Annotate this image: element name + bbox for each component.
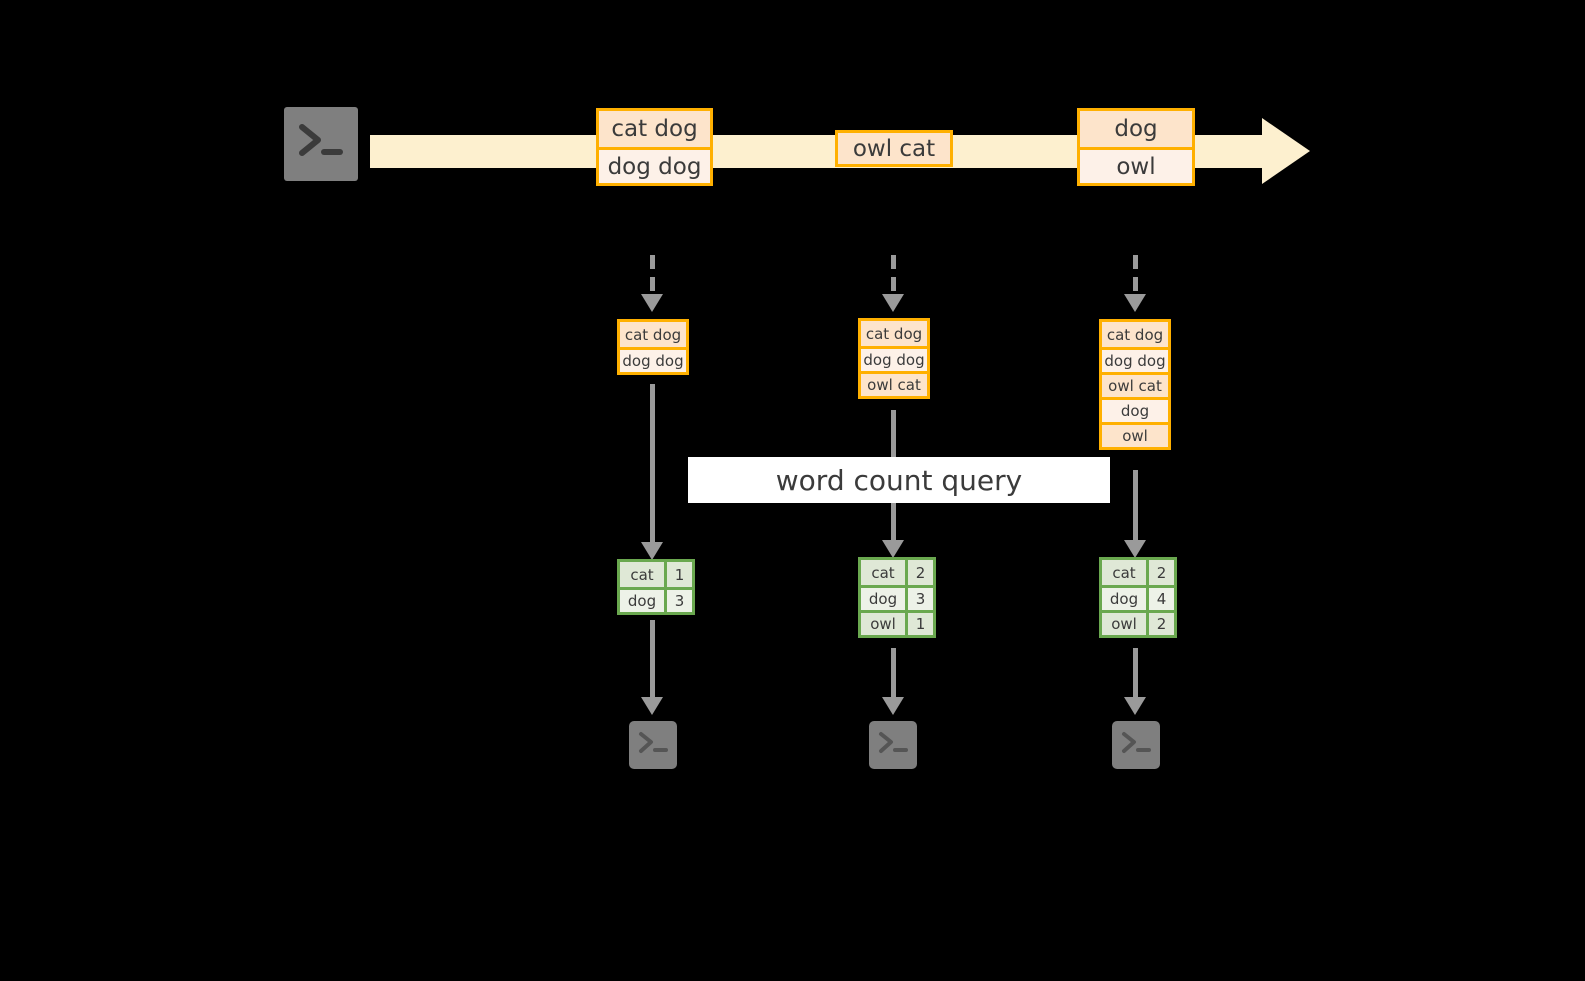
snapshot-1-sink-arrowhead	[641, 697, 663, 715]
source-terminal-icon	[275, 98, 367, 190]
terminal-prompt-glyph	[639, 732, 668, 753]
snapshot-3-query-line	[1133, 470, 1138, 548]
stream-event-line: dog dog	[599, 147, 710, 183]
terminal-prompt-glyph	[299, 124, 343, 156]
result-word: owl	[1102, 613, 1146, 635]
terminal-prompt-glyph	[1122, 732, 1151, 753]
snapshot-1-result-table: cat 1 dog 3	[617, 559, 695, 615]
result-count: 4	[1146, 588, 1174, 610]
input-table-row: owl cat	[861, 371, 927, 396]
terminal-screen	[869, 721, 917, 769]
stream-event-line: dog	[1080, 111, 1192, 147]
result-row: owl 1	[861, 610, 933, 635]
result-word: dog	[861, 588, 905, 610]
result-row: cat 1	[620, 562, 692, 587]
snapshot-3-sink-line	[1133, 648, 1138, 700]
stream-event-line: owl	[1080, 147, 1192, 183]
result-count: 2	[1146, 613, 1174, 635]
result-count: 3	[664, 590, 692, 612]
snapshot-1-query-arrowhead	[641, 542, 663, 560]
snapshot-1-sink-line	[650, 620, 655, 700]
result-count: 2	[905, 560, 933, 585]
result-row: cat 2	[1102, 560, 1174, 585]
snapshot-3-query-arrowhead	[1124, 540, 1146, 558]
input-table-row: dog dog	[620, 347, 686, 372]
input-table-row: cat dog	[620, 322, 686, 347]
snapshot-3-sink-arrowhead	[1124, 697, 1146, 715]
snapshot-1-trigger-line	[650, 255, 655, 295]
input-table-row: dog dog	[861, 346, 927, 371]
snapshot-2-sink-arrowhead	[882, 697, 904, 715]
result-word: owl	[861, 613, 905, 635]
result-word: cat	[861, 560, 905, 585]
result-count: 3	[905, 588, 933, 610]
snapshot-2-sink-terminal-icon	[862, 714, 924, 776]
stream-event-2: owl cat	[835, 130, 953, 167]
snapshot-3-input-table: cat dog dog dog owl cat dog owl	[1099, 319, 1171, 450]
snapshot-2-input-table: cat dog dog dog owl cat	[858, 318, 930, 399]
stream-event-line: cat dog	[599, 111, 710, 147]
input-table-row: owl	[1102, 422, 1168, 447]
snapshot-3-trigger-arrowhead	[1124, 294, 1146, 312]
stream-event-3: dog owl	[1077, 108, 1195, 186]
stream-band-arrowhead	[1262, 118, 1310, 184]
snapshot-2-sink-line	[891, 648, 896, 700]
snapshot-1-trigger-arrowhead	[641, 294, 663, 312]
stream-event-line: owl cat	[838, 133, 950, 164]
snapshot-3-sink-terminal-icon	[1105, 714, 1167, 776]
result-row: dog 4	[1102, 585, 1174, 610]
snapshot-2-trigger-arrowhead	[882, 294, 904, 312]
snapshot-3-trigger-line	[1133, 255, 1138, 295]
snapshot-3-result-table: cat 2 dog 4 owl 2	[1099, 557, 1177, 638]
result-word: cat	[620, 562, 664, 587]
query-label-text: word count query	[775, 463, 1023, 497]
input-table-row: owl cat	[1102, 372, 1168, 397]
snapshot-1-sink-terminal-icon	[622, 714, 684, 776]
input-table-row: dog	[1102, 397, 1168, 422]
result-row: dog 3	[620, 587, 692, 612]
query-label: word count query	[688, 457, 1110, 503]
input-table-row: cat dog	[1102, 322, 1168, 347]
result-row: owl 2	[1102, 610, 1174, 635]
result-word: cat	[1102, 560, 1146, 585]
result-count: 1	[664, 562, 692, 587]
terminal-screen	[284, 107, 358, 181]
snapshot-2-trigger-line	[891, 255, 896, 295]
snapshot-1-query-line	[650, 384, 655, 549]
result-word: dog	[620, 590, 664, 612]
result-count: 1	[905, 613, 933, 635]
snapshot-1-input-table: cat dog dog dog	[617, 319, 689, 375]
result-row: dog 3	[861, 585, 933, 610]
result-count: 2	[1146, 560, 1174, 585]
input-table-row: cat dog	[861, 321, 927, 346]
terminal-screen	[629, 721, 677, 769]
stream-event-1: cat dog dog dog	[596, 108, 713, 186]
terminal-prompt-glyph	[879, 732, 908, 753]
result-word: dog	[1102, 588, 1146, 610]
snapshot-2-query-arrowhead	[882, 540, 904, 558]
input-table-row: dog dog	[1102, 347, 1168, 372]
terminal-screen	[1112, 721, 1160, 769]
snapshot-2-result-table: cat 2 dog 3 owl 1	[858, 557, 936, 638]
result-row: cat 2	[861, 560, 933, 585]
